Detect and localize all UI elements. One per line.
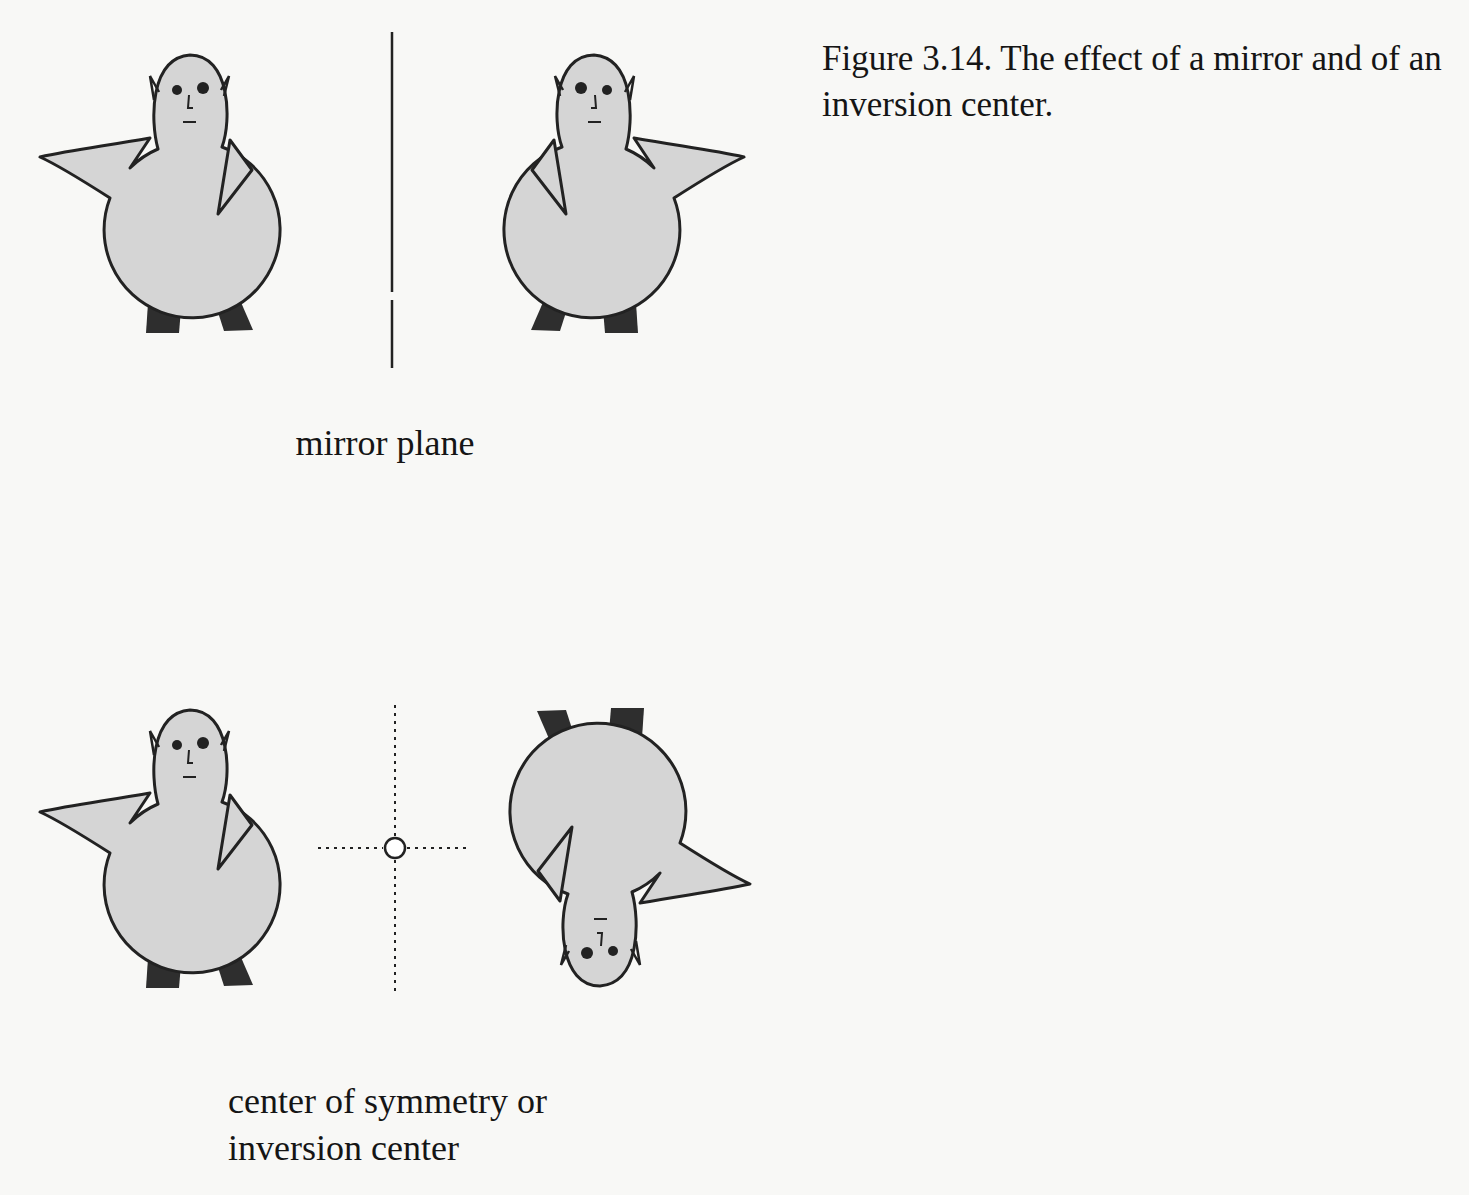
symmetry-axes [318,705,466,992]
inversion-center [385,838,405,858]
operation-label: center of symmetry or inversion center [228,1078,573,1172]
mirrored-figure [504,55,744,333]
operation-label: mirror plane [200,420,570,467]
figure-caption: Figure 3.14. The effect of a mirror and … [822,36,1454,127]
original-figure [40,55,280,333]
inverted-figure [510,708,750,986]
mirror-line [391,32,394,368]
original-figure [40,710,280,988]
